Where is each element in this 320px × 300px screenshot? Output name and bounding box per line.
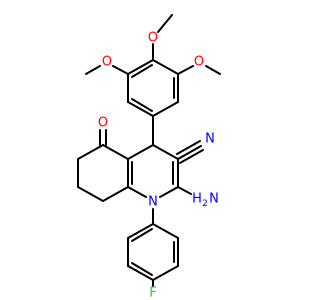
bond xyxy=(127,144,154,160)
bond xyxy=(205,65,221,75)
bond xyxy=(177,186,192,195)
bond xyxy=(152,59,179,75)
bond xyxy=(152,144,179,160)
atom-oxygen-top: O xyxy=(148,31,158,46)
atom-nitrogen-nitrile: N xyxy=(205,132,215,147)
atom-amino-h: H xyxy=(192,192,202,207)
bond xyxy=(176,140,201,155)
atom-oxygen-left: O xyxy=(102,55,112,70)
bond xyxy=(131,228,153,242)
atom-oxygen-ketone: O xyxy=(98,116,108,131)
bond xyxy=(152,101,179,117)
bond xyxy=(152,223,179,239)
atom-labels: O O O O N N H 2 N F xyxy=(98,31,219,300)
bond xyxy=(102,144,129,160)
bond xyxy=(177,65,194,75)
bond xyxy=(159,186,179,198)
bond xyxy=(127,101,154,117)
atom-amino-subscript: 2 xyxy=(202,199,208,209)
atom-amino-n: N xyxy=(209,192,219,207)
bond xyxy=(85,65,101,75)
bond xyxy=(102,186,129,202)
atom-fluorine: F xyxy=(149,286,156,300)
molecule-structure: O O O O N N H 2 N F xyxy=(77,14,221,300)
bond xyxy=(152,265,179,281)
molecule-diagram: O O O O N N H 2 N F xyxy=(77,14,221,300)
bond xyxy=(157,14,173,33)
bond xyxy=(177,145,202,160)
bond xyxy=(112,65,129,75)
bond xyxy=(127,59,154,75)
bond xyxy=(131,262,153,276)
bond xyxy=(131,64,153,78)
bond xyxy=(77,144,104,160)
bonds xyxy=(77,14,221,287)
bond xyxy=(127,223,154,239)
atom-nitrogen-ring: N xyxy=(148,195,158,210)
bond xyxy=(131,98,153,112)
bond xyxy=(179,149,204,164)
bond xyxy=(77,186,104,202)
atom-oxygen-right: O xyxy=(194,55,204,70)
bond xyxy=(127,186,147,198)
bond xyxy=(127,265,154,281)
